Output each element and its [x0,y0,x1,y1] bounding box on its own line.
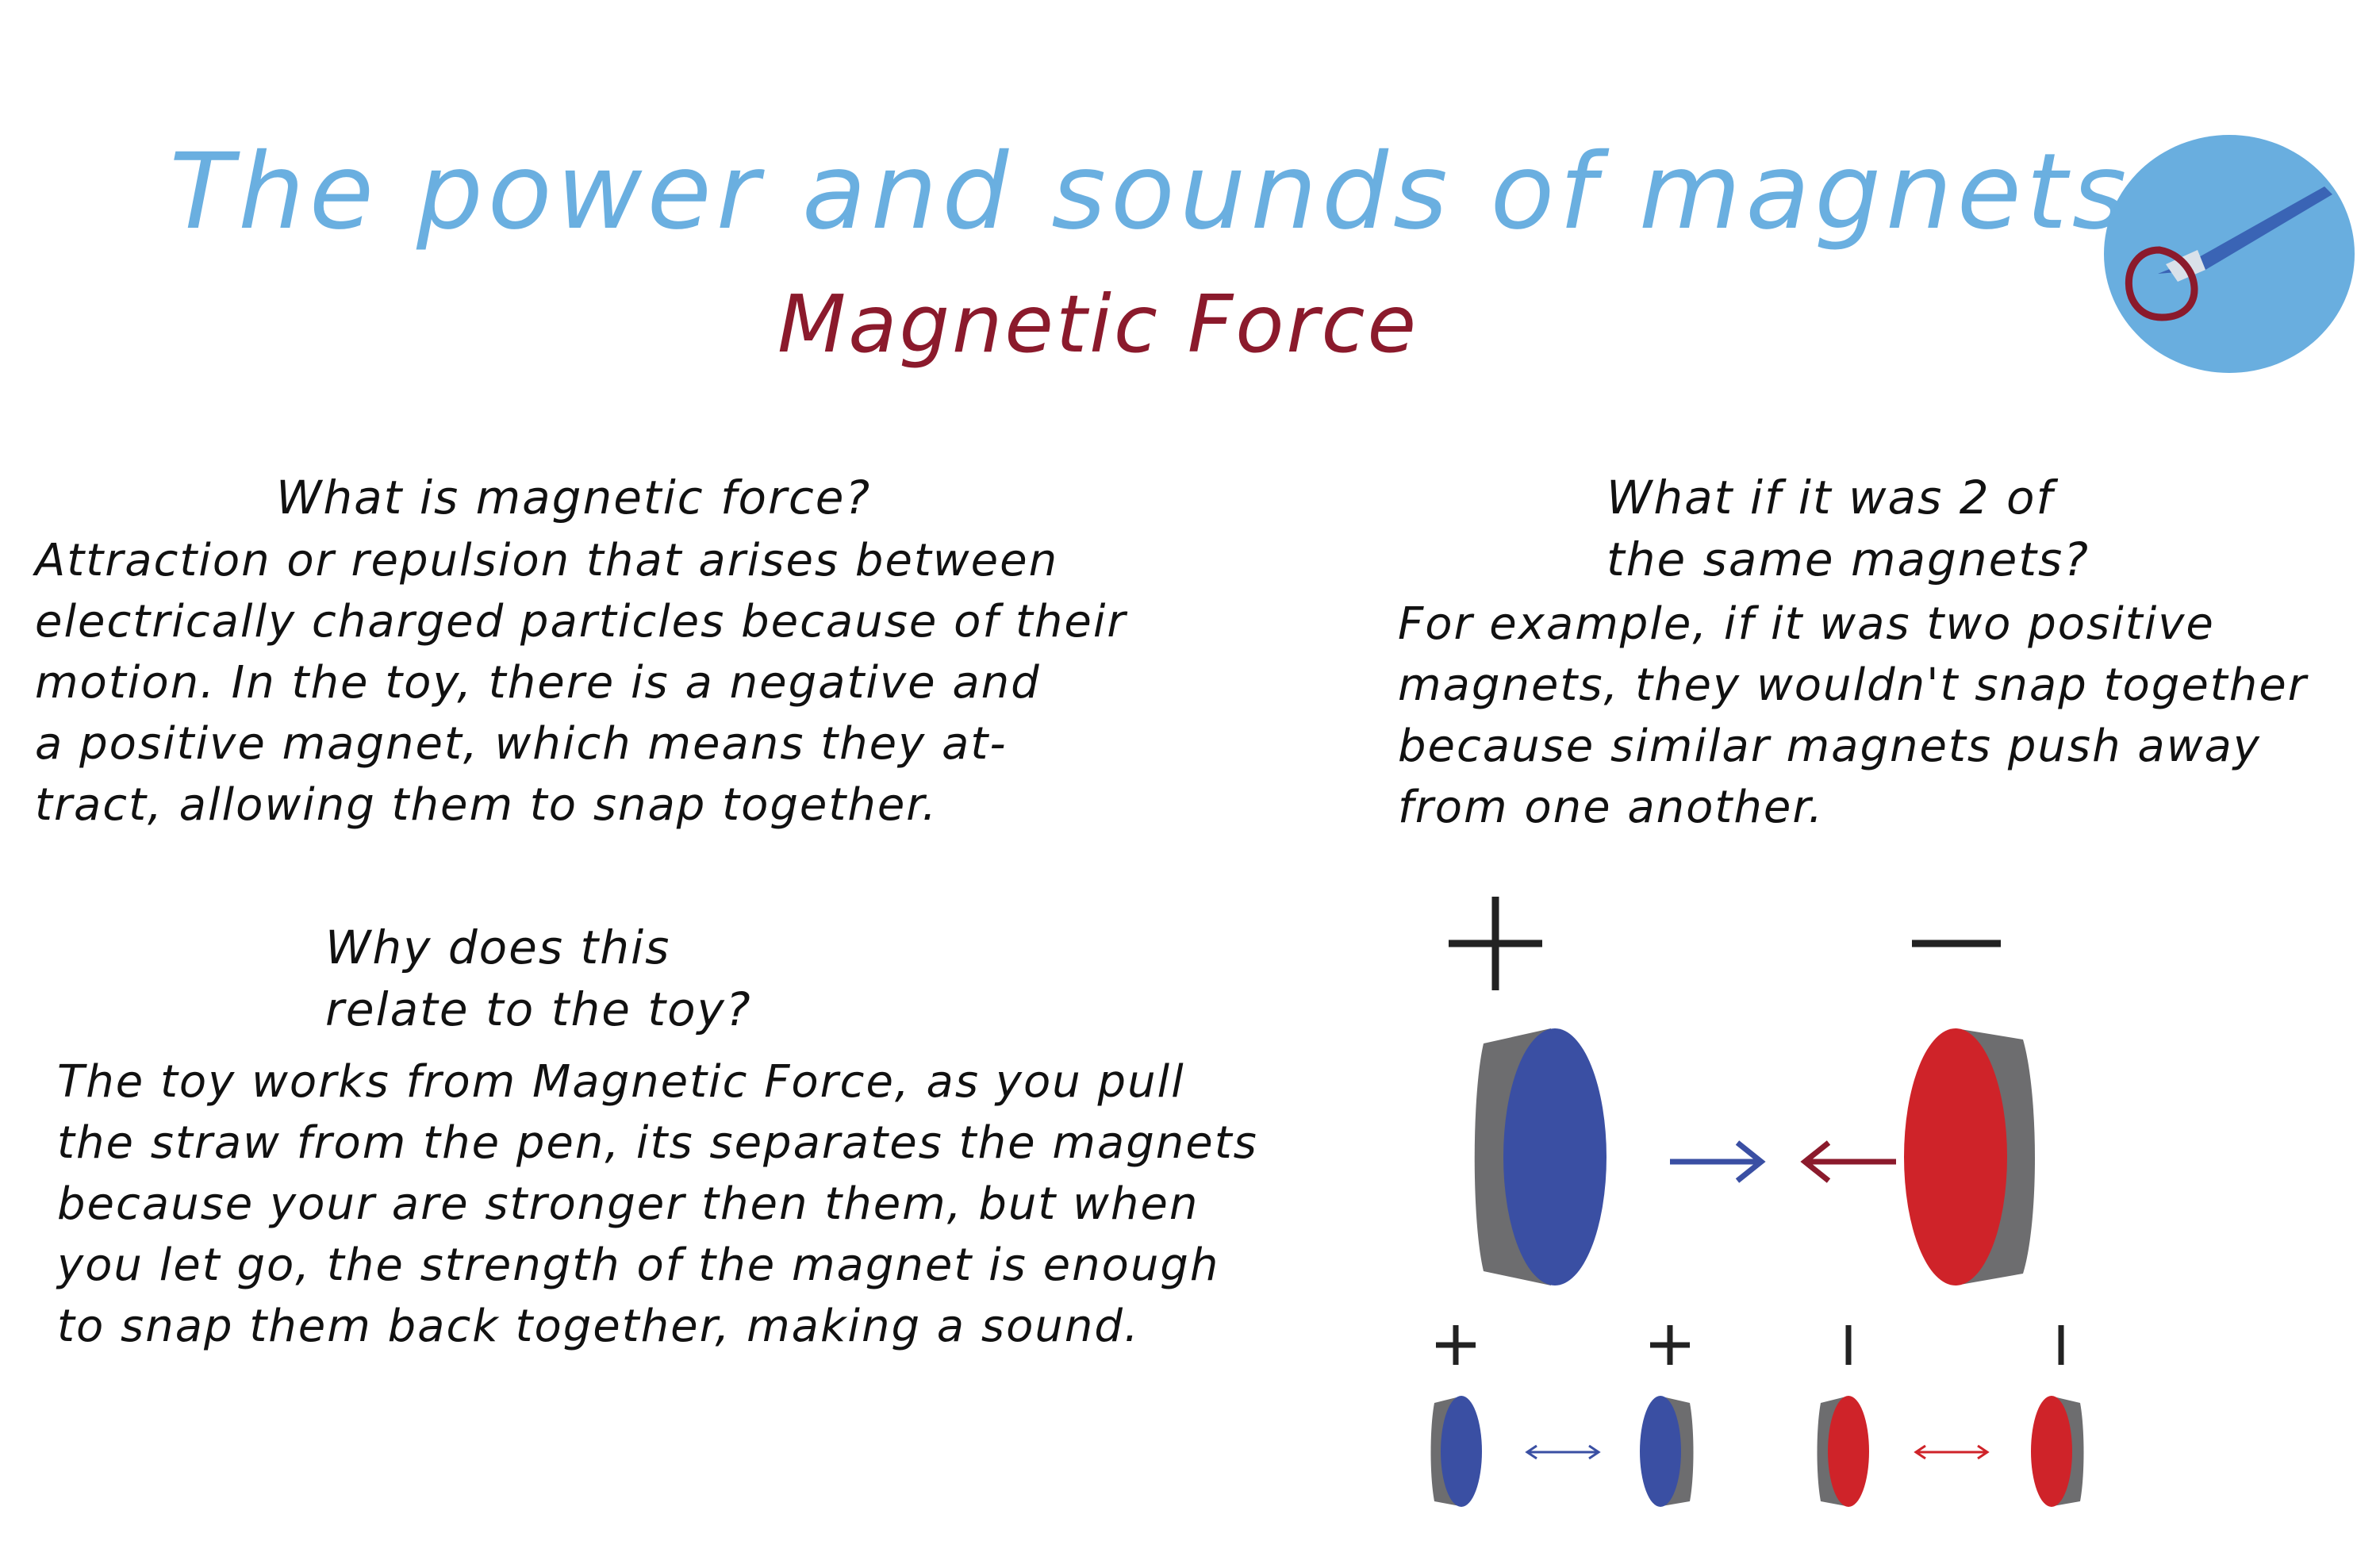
negative-magnet-small-1 [1817,1396,1869,1507]
negative-magnet-large [1904,1028,2035,1285]
right-arrow-icon [1670,1140,1766,1183]
negative-magnet-small-2 [2031,1396,2084,1507]
question-magnetic-force: What is magnetic force? [276,471,872,525]
question-toy-relation-line1: Why does this [325,920,671,974]
small-plus-icon-1 [1436,1325,1476,1365]
page-title: The power and sounds of magnets [169,131,2132,253]
small-plus-icon-2 [1650,1325,1690,1365]
positive-magnet-small-2 [1640,1396,1694,1507]
answer-magnetic-force: Attraction or repulsion that arises betw… [35,535,1127,831]
positive-magnet-large [1474,1028,1606,1285]
magnet-toy-icon [2104,135,2355,373]
question-same-magnets-line2: the same magnets? [1606,532,2090,586]
positive-magnet-small-1 [1430,1396,1482,1507]
answer-toy-relation: The toy works from Magnetic Force, as yo… [57,1056,1258,1352]
question-toy-relation-line2: relate to the toy? [325,982,752,1036]
page-subtitle: Magnetic Force [777,278,1419,371]
left-arrow-icon [1800,1140,1896,1183]
answer-same-magnets: For example, if it was two positive magn… [1398,598,2308,833]
repel-arrow-blue-icon [1525,1444,1601,1460]
plus-sign-icon [1449,897,1542,990]
question-same-magnets-line1: What if it was 2 of [1606,471,2054,525]
magnet-attraction-diagram [1430,897,2084,1507]
repel-arrow-red-icon [1914,1444,1990,1460]
